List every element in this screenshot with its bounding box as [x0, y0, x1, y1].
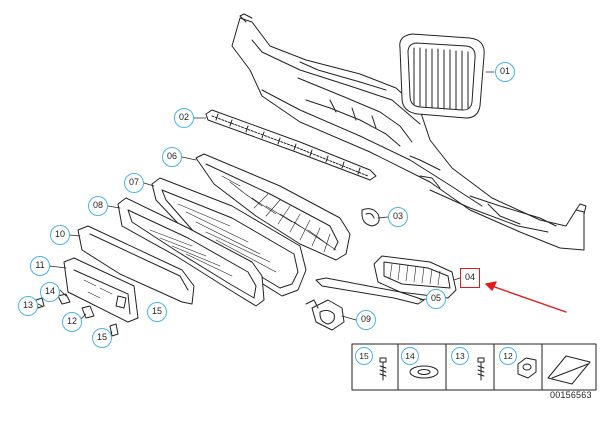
lower-trim-strip [77, 225, 195, 305]
callout-08: 08 [88, 196, 108, 216]
parking-sensor [305, 299, 345, 331]
callout-11: 11 [30, 256, 50, 276]
center-grille-mesh [195, 153, 351, 261]
callout-07: 07 [124, 173, 144, 193]
legend-label-15: 15 [355, 347, 373, 365]
bumper-frame [117, 197, 265, 307]
callout-01: 01 [495, 62, 515, 82]
callout-12: 12 [62, 312, 82, 332]
side-grille-insert [373, 255, 457, 299]
document-number: 00156563 [550, 390, 592, 400]
hardware-legend [351, 343, 597, 391]
bumper-cover [231, 13, 587, 251]
callout-10: 10 [50, 225, 70, 245]
callout-13: 13 [18, 296, 38, 316]
upper-grille-strip [205, 109, 377, 181]
trim-strip-right [315, 277, 425, 305]
callout-15-upper: 15 [147, 302, 167, 322]
callout-15-lower: 15 [92, 328, 112, 348]
callout-09: 09 [356, 310, 376, 330]
callout-05: 05 [426, 289, 446, 309]
kidney-grille [399, 33, 485, 119]
callout-06: 06 [162, 147, 182, 167]
callout-02: 02 [174, 108, 194, 128]
callout-04: 04 [460, 268, 480, 288]
highlight-arrow [485, 281, 567, 313]
tow-hook-cover [361, 208, 380, 227]
legend-label-12: 12 [499, 347, 517, 365]
legend-label-14: 14 [401, 347, 419, 365]
legend-label-13: 13 [451, 347, 469, 365]
callout-03: 03 [388, 207, 408, 227]
callout-14: 14 [40, 282, 60, 302]
